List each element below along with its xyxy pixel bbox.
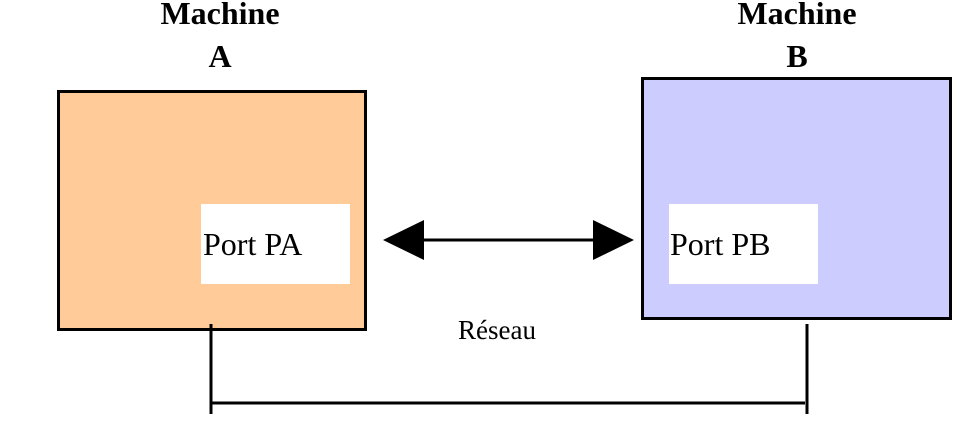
- arrowhead-left: [383, 220, 424, 260]
- port-pa-label: Port PA: [201, 204, 350, 284]
- arrowhead-right: [593, 220, 634, 260]
- network-label: Réseau: [458, 315, 536, 345]
- machine-b-title: Machine B: [697, 0, 897, 78]
- machine-a-title-line2: A: [208, 38, 232, 74]
- port-pb-label: Port PB: [669, 204, 818, 284]
- machine-a-title: Machine A: [120, 0, 320, 78]
- machine-a-title-line1: Machine: [160, 0, 280, 31]
- machine-b-title-line2: B: [786, 38, 808, 74]
- machine-b-title-line1: Machine: [737, 0, 857, 31]
